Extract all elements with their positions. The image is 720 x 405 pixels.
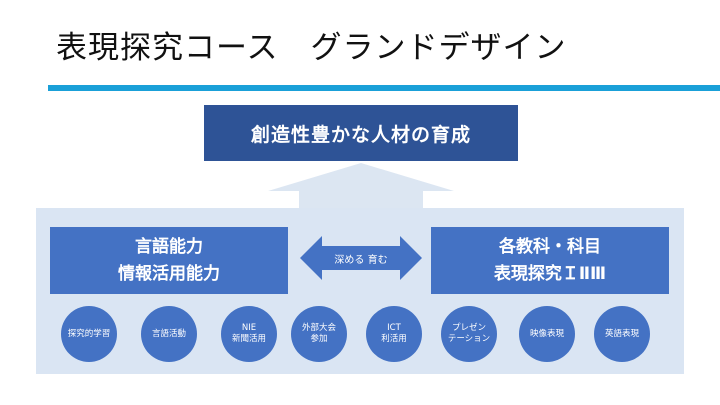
- double-arrow-label: 深める 育む: [334, 254, 388, 266]
- activity-circle-inquiry: 探究的学習: [61, 306, 117, 362]
- activity-label: 外部大会: [301, 323, 336, 333]
- activity-circle-competitions: 外部大会 参加: [291, 306, 347, 362]
- activity-label-sub: 参加: [310, 334, 328, 344]
- left-box-line2: 情報活用能力: [118, 263, 220, 284]
- double-arrow-icon: [300, 236, 422, 280]
- right-box-line1: 各教科・科目: [499, 236, 601, 257]
- activity-label: 探究的学習: [67, 328, 111, 339]
- page-title: 表現探究コース グランドデザイン: [56, 30, 567, 66]
- activity-label: NIE: [241, 323, 257, 333]
- up-arrow-icon: [268, 163, 454, 211]
- activity-circle-english: 英語表現: [594, 306, 650, 362]
- activity-circle-nie: NIE 新聞活用: [221, 306, 277, 362]
- left-box-line1: 言語能力: [135, 236, 203, 257]
- activity-circle-video: 映像表現: [519, 306, 575, 362]
- activity-label-sub: 利活用: [381, 334, 407, 344]
- activity-circle-language: 言語活動: [141, 306, 197, 362]
- goal-box: 創造性豊かな人材の育成: [204, 105, 518, 161]
- right-box-line2: 表現探究ＩⅡⅢ: [493, 263, 607, 284]
- activity-circle-presentation: プレゼン テーション: [441, 306, 497, 362]
- activity-label: プレゼン: [451, 323, 486, 333]
- activity-circle-ict: ICT 利活用: [366, 306, 422, 362]
- language-info-skills-box: 言語能力 情報活用能力: [50, 227, 288, 294]
- activity-label: 英語表現: [604, 328, 639, 339]
- activity-label: 映像表現: [529, 328, 564, 339]
- activity-label: 言語活動: [151, 328, 186, 339]
- title-underline: [48, 85, 720, 91]
- activity-label-sub: テーション: [447, 334, 491, 344]
- goal-label: 創造性豊かな人材の育成: [250, 123, 471, 146]
- activity-label-sub: 新聞活用: [231, 334, 266, 344]
- activity-label: ICT: [387, 323, 401, 333]
- subjects-box: 各教科・科目 表現探究ＩⅡⅢ: [431, 227, 669, 294]
